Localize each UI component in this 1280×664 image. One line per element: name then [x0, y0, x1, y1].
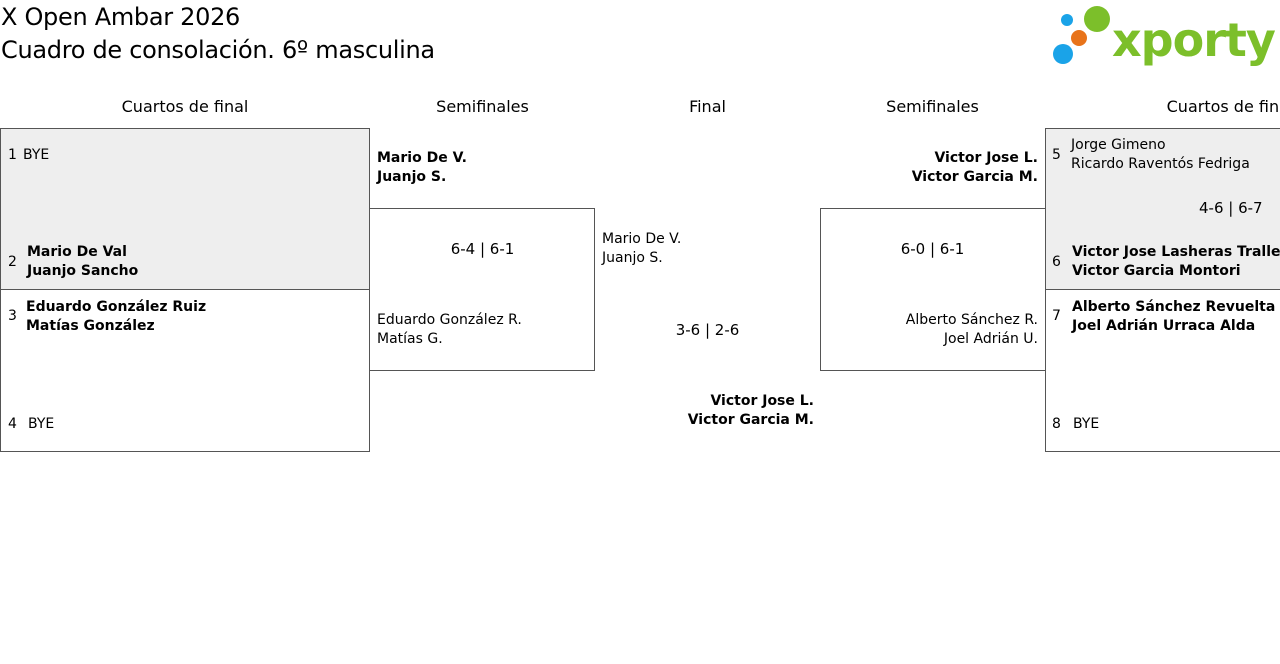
- player-name: Eduardo González R.: [377, 312, 522, 328]
- player-name: Victor Jose Lasheras Trallero: [1072, 244, 1280, 260]
- seed-number: 7: [1052, 308, 1061, 324]
- player-name: Jorge Gimeno: [1071, 137, 1166, 153]
- player-name: BYE: [28, 416, 55, 432]
- round-header-left-sf: Semifinales: [436, 97, 529, 116]
- draw-subtitle: Cuadro de consolación. 6º masculina: [1, 36, 435, 64]
- player-name: Mario De V.: [602, 231, 682, 247]
- match-score: 6-4 | 6-1: [450, 240, 515, 258]
- left-qf1-box: [0, 128, 370, 290]
- seed-number: 2: [8, 254, 17, 270]
- player-name: Juanjo Sancho: [27, 263, 139, 279]
- player-name: Eduardo González Ruiz: [26, 299, 207, 315]
- logo-wordmark: xporty: [1112, 13, 1276, 66]
- xporty-logo: xporty: [1050, 4, 1276, 66]
- player-name: Victor Garcia Montori: [1072, 263, 1241, 279]
- player-name: Ricardo Raventós Fedriga: [1071, 156, 1250, 172]
- player-name: Matías G.: [377, 331, 443, 347]
- seed-number: 6: [1052, 254, 1061, 270]
- player-name: Victor Jose L.: [934, 150, 1038, 166]
- player-name: Matías González: [26, 318, 155, 334]
- seed-number: 1: [8, 147, 17, 163]
- logo-dot-green: [1084, 6, 1110, 32]
- round-header-final: Final: [689, 97, 726, 116]
- winner-name: Victor Garcia M.: [687, 412, 814, 428]
- player-name: BYE: [23, 147, 50, 163]
- player-name: BYE: [1073, 416, 1100, 432]
- match-score: 6-0 | 6-1: [900, 240, 965, 258]
- player-name: Alberto Sánchez Revuelta: [1072, 299, 1276, 315]
- player-name: Joel Adrián U.: [943, 331, 1038, 347]
- round-header-right-sf: Semifinales: [886, 97, 979, 116]
- match-score: 4-6 | 6-7: [1199, 199, 1263, 217]
- seed-number: 8: [1052, 416, 1061, 432]
- logo-dot-blue-large: [1053, 44, 1073, 64]
- round-header-left-qf: Cuartos de final: [121, 97, 249, 116]
- tournament-title: X Open Ambar 2026: [1, 3, 241, 31]
- player-name: Juanjo S.: [377, 169, 447, 185]
- logo-dot-orange: [1071, 30, 1087, 46]
- round-header-right-qf: Cuartos de final: [1166, 97, 1280, 116]
- player-name: Mario De Val: [27, 244, 127, 260]
- final-score: 3-6 | 2-6: [675, 321, 740, 339]
- player-name: Mario De V.: [377, 150, 467, 166]
- seed-number: 5: [1052, 147, 1061, 163]
- right-qf2-box: [1045, 289, 1280, 452]
- player-name: Alberto Sánchez R.: [905, 312, 1038, 328]
- player-name: Victor Garcia M.: [911, 169, 1038, 185]
- logo-dot-blue-small: [1061, 14, 1073, 26]
- left-sf-box: [369, 208, 595, 371]
- seed-number: 4: [8, 416, 17, 432]
- winner-name: Victor Jose L.: [710, 393, 814, 409]
- player-name: Joel Adrián Urraca Alda: [1072, 318, 1256, 334]
- player-name: Juanjo S.: [602, 250, 663, 266]
- right-sf-box: [820, 208, 1046, 371]
- seed-number: 3: [8, 308, 17, 324]
